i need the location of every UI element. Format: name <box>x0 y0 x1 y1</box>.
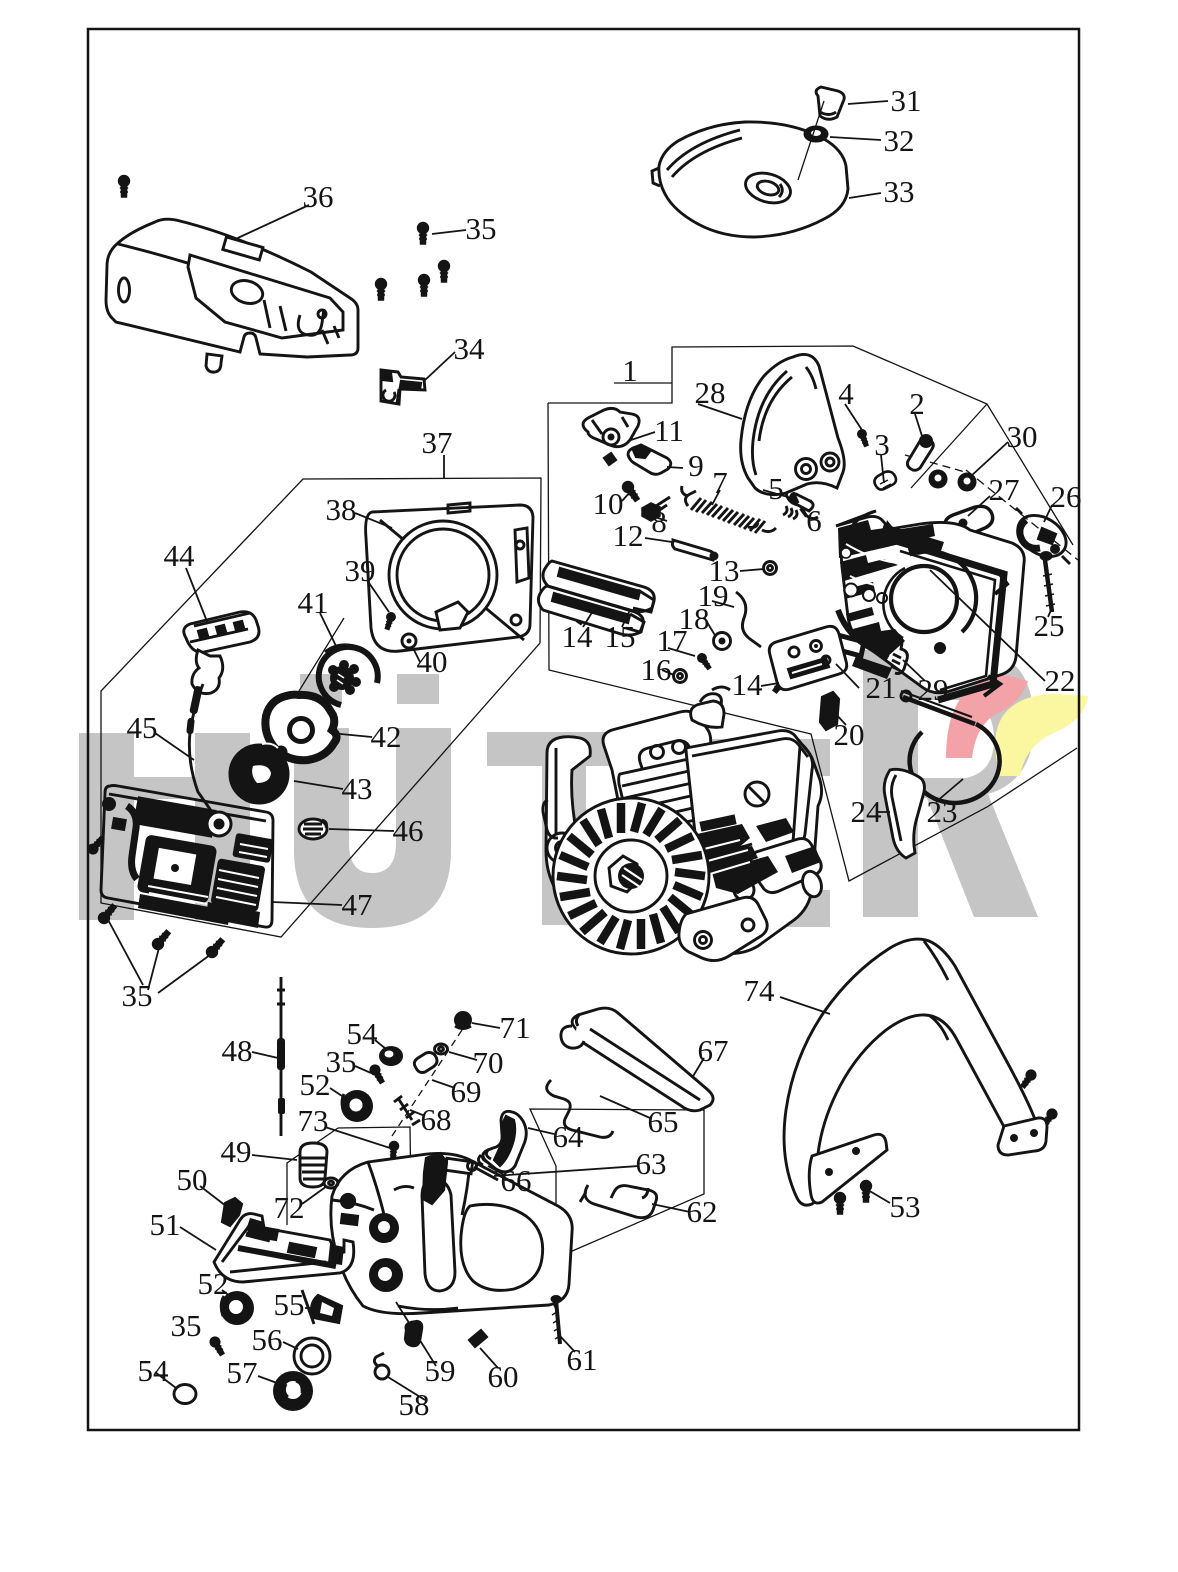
svg-text:60: 60 <box>488 1359 519 1394</box>
svg-text:3: 3 <box>874 427 890 462</box>
svg-text:41: 41 <box>298 585 329 620</box>
svg-text:66: 66 <box>501 1163 532 1198</box>
svg-text:39: 39 <box>345 553 376 588</box>
svg-text:47: 47 <box>342 887 373 922</box>
svg-text:7: 7 <box>712 465 728 500</box>
svg-text:27: 27 <box>989 472 1020 507</box>
svg-text:36: 36 <box>303 179 334 214</box>
svg-text:32: 32 <box>884 123 915 158</box>
svg-text:45: 45 <box>127 710 158 745</box>
svg-text:48: 48 <box>222 1033 253 1068</box>
svg-text:49: 49 <box>221 1134 252 1169</box>
svg-text:58: 58 <box>399 1387 430 1422</box>
svg-text:14: 14 <box>562 619 594 654</box>
svg-text:72: 72 <box>274 1190 305 1225</box>
svg-text:35: 35 <box>122 978 153 1013</box>
svg-text:68: 68 <box>421 1102 452 1137</box>
svg-text:10: 10 <box>593 486 624 521</box>
svg-text:52: 52 <box>198 1266 229 1301</box>
svg-text:34: 34 <box>454 331 486 366</box>
svg-text:28: 28 <box>695 375 726 410</box>
svg-text:51: 51 <box>150 1207 181 1242</box>
svg-text:38: 38 <box>326 492 357 527</box>
svg-text:11: 11 <box>654 413 684 448</box>
svg-text:56: 56 <box>252 1322 283 1357</box>
svg-text:8: 8 <box>651 504 667 539</box>
svg-text:44: 44 <box>164 538 196 573</box>
svg-text:12: 12 <box>613 518 644 553</box>
svg-text:22: 22 <box>1045 663 1076 698</box>
svg-text:13: 13 <box>709 553 740 588</box>
svg-text:6: 6 <box>806 503 822 538</box>
svg-text:16: 16 <box>641 652 672 687</box>
svg-text:57: 57 <box>227 1355 258 1390</box>
svg-text:19: 19 <box>698 578 729 613</box>
svg-text:25: 25 <box>1034 608 1065 643</box>
svg-text:42: 42 <box>371 719 402 754</box>
svg-text:40: 40 <box>417 644 448 679</box>
svg-text:53: 53 <box>890 1189 921 1224</box>
svg-text:26: 26 <box>1051 479 1082 514</box>
svg-text:54: 54 <box>347 1016 379 1051</box>
svg-text:17: 17 <box>657 623 688 658</box>
svg-text:21: 21 <box>866 670 897 705</box>
svg-text:30: 30 <box>1007 419 1038 454</box>
svg-text:63: 63 <box>636 1146 667 1181</box>
svg-text:67: 67 <box>698 1033 729 1068</box>
svg-text:14: 14 <box>732 667 764 702</box>
svg-text:64: 64 <box>553 1119 585 1154</box>
svg-text:54: 54 <box>138 1353 170 1388</box>
svg-text:23: 23 <box>927 794 958 829</box>
svg-text:70: 70 <box>473 1045 504 1080</box>
svg-text:18: 18 <box>679 601 710 636</box>
svg-text:65: 65 <box>648 1104 679 1139</box>
svg-text:69: 69 <box>451 1074 482 1109</box>
svg-text:20: 20 <box>834 717 865 752</box>
svg-text:55: 55 <box>274 1287 305 1322</box>
svg-text:9: 9 <box>688 448 704 483</box>
svg-text:15: 15 <box>605 619 636 654</box>
svg-text:35: 35 <box>171 1308 202 1343</box>
svg-text:35: 35 <box>466 211 497 246</box>
svg-text:74: 74 <box>744 973 776 1008</box>
svg-text:4: 4 <box>838 376 854 411</box>
svg-text:29: 29 <box>918 672 949 707</box>
svg-text:46: 46 <box>393 813 424 848</box>
svg-text:73: 73 <box>298 1103 329 1138</box>
svg-text:71: 71 <box>500 1010 531 1045</box>
svg-text:31: 31 <box>891 83 922 118</box>
svg-text:59: 59 <box>425 1353 456 1388</box>
svg-text:1: 1 <box>622 353 638 388</box>
svg-text:50: 50 <box>177 1162 208 1197</box>
svg-text:33: 33 <box>884 174 915 209</box>
svg-text:43: 43 <box>342 771 373 806</box>
svg-text:5: 5 <box>768 471 784 506</box>
svg-text:35: 35 <box>326 1044 357 1079</box>
svg-text:24: 24 <box>851 794 883 829</box>
svg-text:2: 2 <box>909 386 925 421</box>
svg-text:52: 52 <box>300 1067 331 1102</box>
svg-text:37: 37 <box>422 425 453 460</box>
svg-text:61: 61 <box>567 1342 598 1377</box>
svg-text:62: 62 <box>687 1194 718 1229</box>
